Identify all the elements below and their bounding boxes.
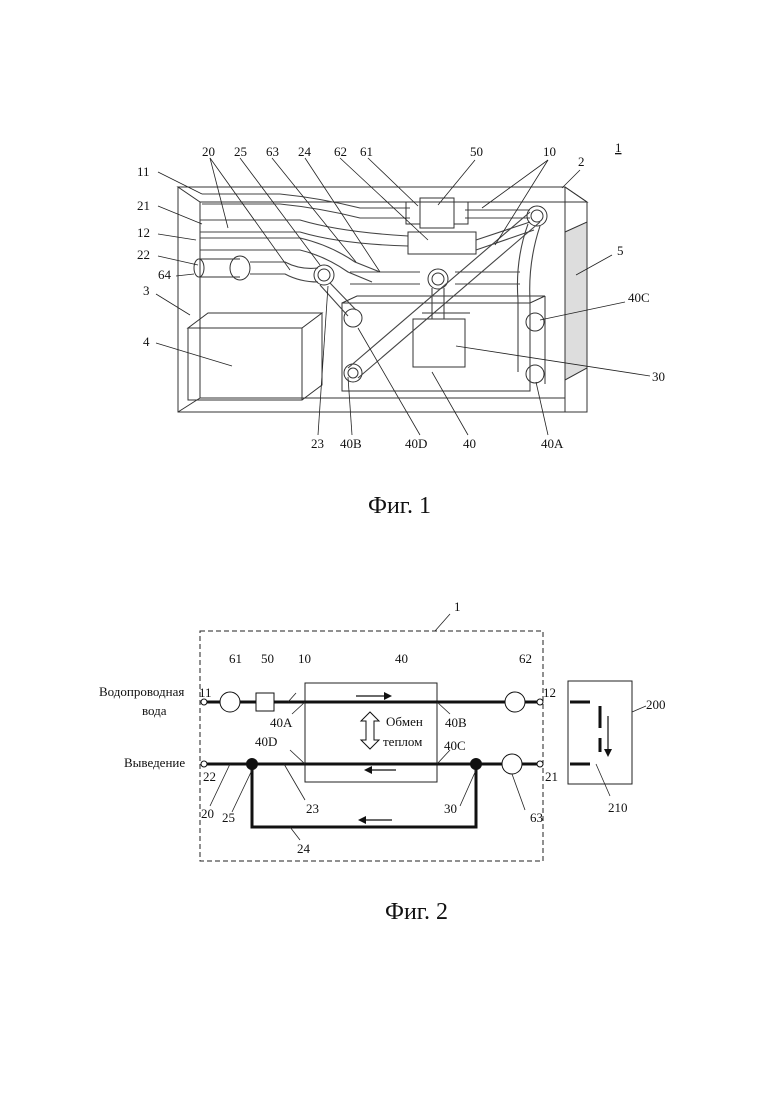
sensor-61 <box>220 692 240 712</box>
fig2-label-210: 210 <box>608 800 628 815</box>
fig2-label-23: 23 <box>306 801 319 816</box>
fig1-label-40A: 40A <box>541 436 564 451</box>
fig2-label-61: 61 <box>229 651 242 666</box>
fig2-label-21: 21 <box>545 769 558 784</box>
fig1-label-64: 64 <box>158 267 172 282</box>
fig2-label-40: 40 <box>395 651 408 666</box>
external-unit-210 <box>590 702 612 757</box>
figure-2: 1 61 50 10 40 62 Водопроводная вода 11 1… <box>99 599 666 925</box>
fig2-label-10: 10 <box>298 651 311 666</box>
fig1-label-1: 1 <box>615 140 622 155</box>
fig1-label-40B: 40B <box>340 436 362 451</box>
fig2-label-40D: 40D <box>255 734 277 749</box>
fig1-label-50: 50 <box>470 144 483 159</box>
fig2-label-40B: 40B <box>445 715 467 730</box>
fig1-label-12: 12 <box>137 225 150 240</box>
fig1-label-63: 63 <box>266 144 279 159</box>
figure-2-labels: 1 61 50 10 40 62 Водопроводная вода 11 1… <box>99 599 666 856</box>
block-4 <box>188 313 322 400</box>
junction-30 <box>470 758 482 770</box>
valve-50 <box>256 693 274 711</box>
inlet-text-line2: вода <box>142 703 167 718</box>
fig1-label-40C: 40C <box>628 290 650 305</box>
figure-1-caption: Фиг. 1 <box>368 493 431 519</box>
fig2-label-20: 20 <box>201 806 214 821</box>
fig1-label-21: 21 <box>137 198 150 213</box>
pipes <box>194 194 547 383</box>
fig2-label-22: 22 <box>203 769 216 784</box>
exchange-text-line1: Обмен <box>386 714 423 729</box>
inlet-text-line1: Водопроводная <box>99 684 184 699</box>
sensor-62 <box>505 692 525 712</box>
fig2-label-11: 11 <box>199 685 212 700</box>
fig2-label-25: 25 <box>222 810 235 825</box>
fig1-label-30: 30 <box>652 369 665 384</box>
exchange-text-line2: теплом <box>383 734 422 749</box>
fig2-label-1: 1 <box>454 599 461 614</box>
fig1-label-61: 61 <box>360 144 373 159</box>
fig1-label-40: 40 <box>463 436 476 451</box>
fig2-label-50: 50 <box>261 651 274 666</box>
figure-1: 11 21 12 22 64 3 4 20 25 63 24 62 61 50 … <box>137 140 665 519</box>
fig1-label-10: 10 <box>543 144 556 159</box>
fig1-label-40D: 40D <box>405 436 427 451</box>
sensor-63 <box>502 754 522 774</box>
fig1-label-24: 24 <box>298 144 312 159</box>
fig1-label-4: 4 <box>143 334 150 349</box>
fig2-label-200: 200 <box>646 697 666 712</box>
fig2-label-62: 62 <box>519 651 532 666</box>
housing-box <box>178 187 587 412</box>
fig2-label-40A: 40A <box>270 715 293 730</box>
fig1-label-22: 22 <box>137 247 150 262</box>
heat-exchange-arrow <box>361 712 379 749</box>
junction-25 <box>246 758 258 770</box>
fig2-label-12: 12 <box>543 685 556 700</box>
fig2-label-40C: 40C <box>444 738 466 753</box>
fig1-label-5: 5 <box>617 243 624 258</box>
fig1-label-11: 11 <box>137 164 150 179</box>
external-unit-200 <box>568 681 632 784</box>
fig1-label-25: 25 <box>234 144 247 159</box>
fig1-label-2: 2 <box>578 154 585 169</box>
fig1-label-23: 23 <box>311 436 324 451</box>
fig2-label-24: 24 <box>297 841 311 856</box>
figure-2-caption: Фиг. 2 <box>385 899 448 925</box>
fig1-label-62: 62 <box>334 144 347 159</box>
fig1-label-20: 20 <box>202 144 215 159</box>
outlet-text: Выведение <box>124 755 185 770</box>
fig1-label-3: 3 <box>143 283 150 298</box>
flow-arrows <box>356 692 396 824</box>
fig2-label-63: 63 <box>530 810 543 825</box>
fig2-label-30: 30 <box>444 801 457 816</box>
